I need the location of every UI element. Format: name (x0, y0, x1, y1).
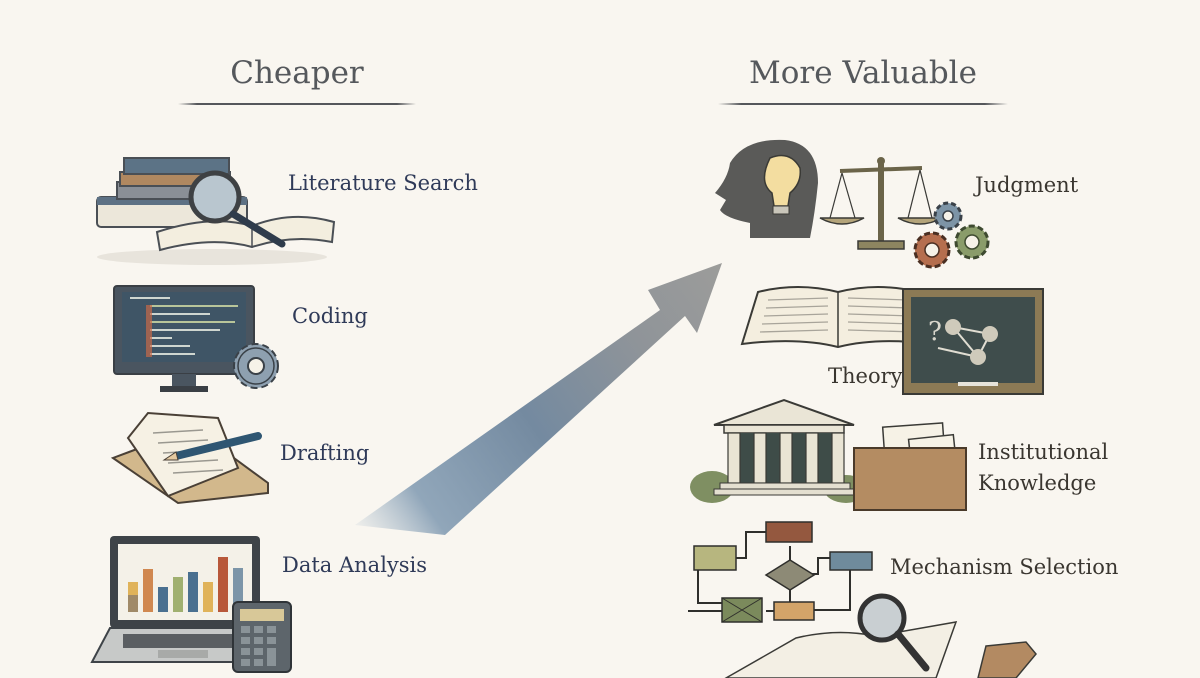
building-file-box-icon (690, 398, 967, 511)
label-drafting: Drafting (280, 441, 370, 465)
label-literature-search: Literature Search (288, 171, 478, 195)
label-institutional-line1: Institutional (978, 440, 1109, 464)
heading-more-valuable: More Valuable (749, 55, 977, 91)
label-judgment: Judgment (975, 173, 1079, 197)
label-institutional-line2: Knowledge (978, 471, 1097, 495)
label-theory: Theory (828, 364, 903, 388)
heading-cheaper-underline (178, 103, 416, 105)
label-institutional-knowledge: Institutional Knowledge (978, 437, 1108, 499)
label-data-analysis: Data Analysis (282, 553, 428, 577)
book-chalkboard-icon: ? (740, 286, 1044, 395)
head-lightbulb-scales-gears-icon (715, 139, 990, 269)
paper-pencil-icon (110, 411, 269, 505)
flowchart-magnifier-icon (688, 521, 1037, 678)
monitor-gear-icon (113, 285, 279, 392)
svg-text:?: ? (928, 317, 942, 347)
laptop-chart-calculator-icon (90, 536, 292, 673)
label-coding: Coding (292, 304, 368, 328)
heading-more-valuable-underline (718, 103, 1008, 105)
label-mechanism-selection: Mechanism Selection (890, 555, 1119, 579)
heading-cheaper: Cheaper (230, 55, 364, 91)
books-magnifier-icon (96, 157, 336, 265)
